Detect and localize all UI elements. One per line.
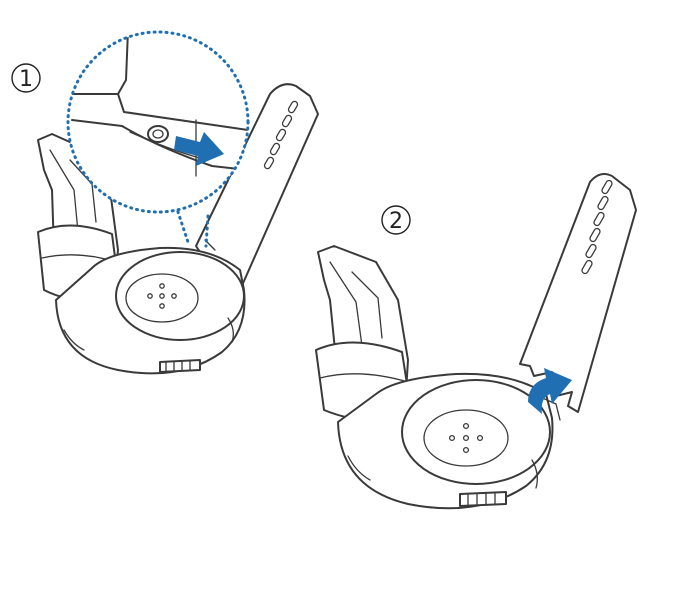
step-2-watch-body [337, 372, 561, 510]
step-2-number: 2 [389, 209, 403, 234]
step-1-upper-strap [195, 83, 319, 291]
step-2-strap-holes [581, 179, 613, 275]
up-arrow-icon [528, 368, 572, 414]
step-2-detached-strap [519, 173, 637, 413]
step-1-strap-holes [263, 100, 299, 170]
step-1-number: 1 [19, 67, 33, 92]
step-2-lower-strap [315, 245, 413, 422]
step-1-zoom-connectors [174, 204, 210, 248]
right-arrow-icon [174, 132, 224, 166]
step-1-watch-body [55, 246, 246, 375]
step-1-label: 1 [11, 63, 41, 93]
step-1-sensor-dots [147, 283, 177, 309]
step-1: 1 [11, 30, 319, 375]
step-2: 2 [315, 173, 637, 510]
step-1-magnifier [66, 30, 250, 214]
step-2-label: 2 [381, 205, 411, 235]
step-2-sensor-dots [448, 422, 484, 454]
